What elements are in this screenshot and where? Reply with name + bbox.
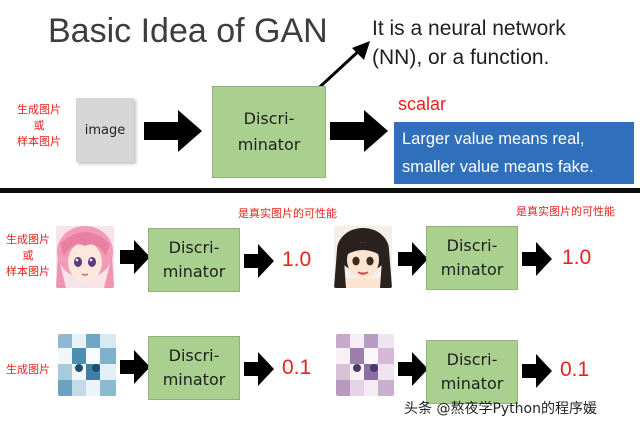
discriminator-box: Discri- minator [148,336,240,400]
disc-line2: minator [440,260,504,279]
scalar-label: scalar [398,94,447,114]
top-source-labels: 生成图片 或 样本图片 [14,102,64,150]
arrow-icon [144,110,202,152]
arrow-icon [330,110,388,152]
disc-line1: Discri- [243,109,295,128]
arrow-icon [522,242,552,276]
image-label: image [84,122,126,138]
score-value: 0.1 [282,356,312,379]
discriminator-box: Discri- minator [426,226,518,290]
probability-note-right: 是真实图片的可性能 [516,205,615,218]
row2-source-label: 生成图片 [6,363,50,376]
disc-line1: Discri- [168,238,220,257]
generated-noisy-image [58,334,116,396]
watermark: 头条 @熬夜学Python的程序媛 [404,401,597,417]
description-line2: smaller value means fake. [402,158,594,176]
arrow-icon [244,352,274,386]
output-description: Larger value means real, smaller value m… [394,122,634,184]
generated-noisy-image [336,334,394,396]
disc-line1: Discri- [446,236,498,255]
disc-line1: Discri- [168,346,220,365]
probability-note-left: 是真实图片的可性能 [238,207,337,220]
description-line1: Larger value means real, [402,130,585,148]
anime-face-dark [334,226,392,288]
row1-source-labels: 生成图片 或 样本图片 [2,232,54,280]
arrow-icon [522,354,552,388]
anime-face-pink [56,226,114,288]
arrow-icon [120,350,150,384]
source-label-or: 或 [33,119,45,132]
row1-label-generated: 生成图片 [6,233,50,246]
arrow-icon [398,242,428,276]
disc-line2: minator [237,135,301,154]
image-placeholder: image [76,98,134,162]
score-value: 0.1 [560,358,590,381]
source-label-generated: 生成图片 [17,103,61,116]
arrow-icon [398,352,428,386]
arrow-icon [120,240,150,274]
section-divider [0,188,640,193]
discriminator-box: Discri- minator [212,86,326,178]
slide-title: Basic Idea of GAN [48,12,328,50]
score-value: 1.0 [562,246,592,269]
disc-line2: minator [440,374,504,393]
nn-note-line1: It is a neural network [372,17,566,40]
score-value: 1.0 [282,248,312,271]
arrow-icon [244,244,274,278]
disc-line2: minator [162,262,226,281]
row1-label-or: 或 [22,249,34,262]
discriminator-box: Discri- minator [148,228,240,292]
nn-note-line2: (NN), or a function. [372,46,550,69]
disc-line2: minator [162,370,226,389]
disc-line1: Discri- [446,350,498,369]
source-label-sample: 样本图片 [17,135,61,148]
row1-label-sample: 样本图片 [6,265,50,278]
discriminator-box: Discri- minator [426,340,518,404]
nn-note: It is a neural network (NN), or a functi… [372,14,566,72]
